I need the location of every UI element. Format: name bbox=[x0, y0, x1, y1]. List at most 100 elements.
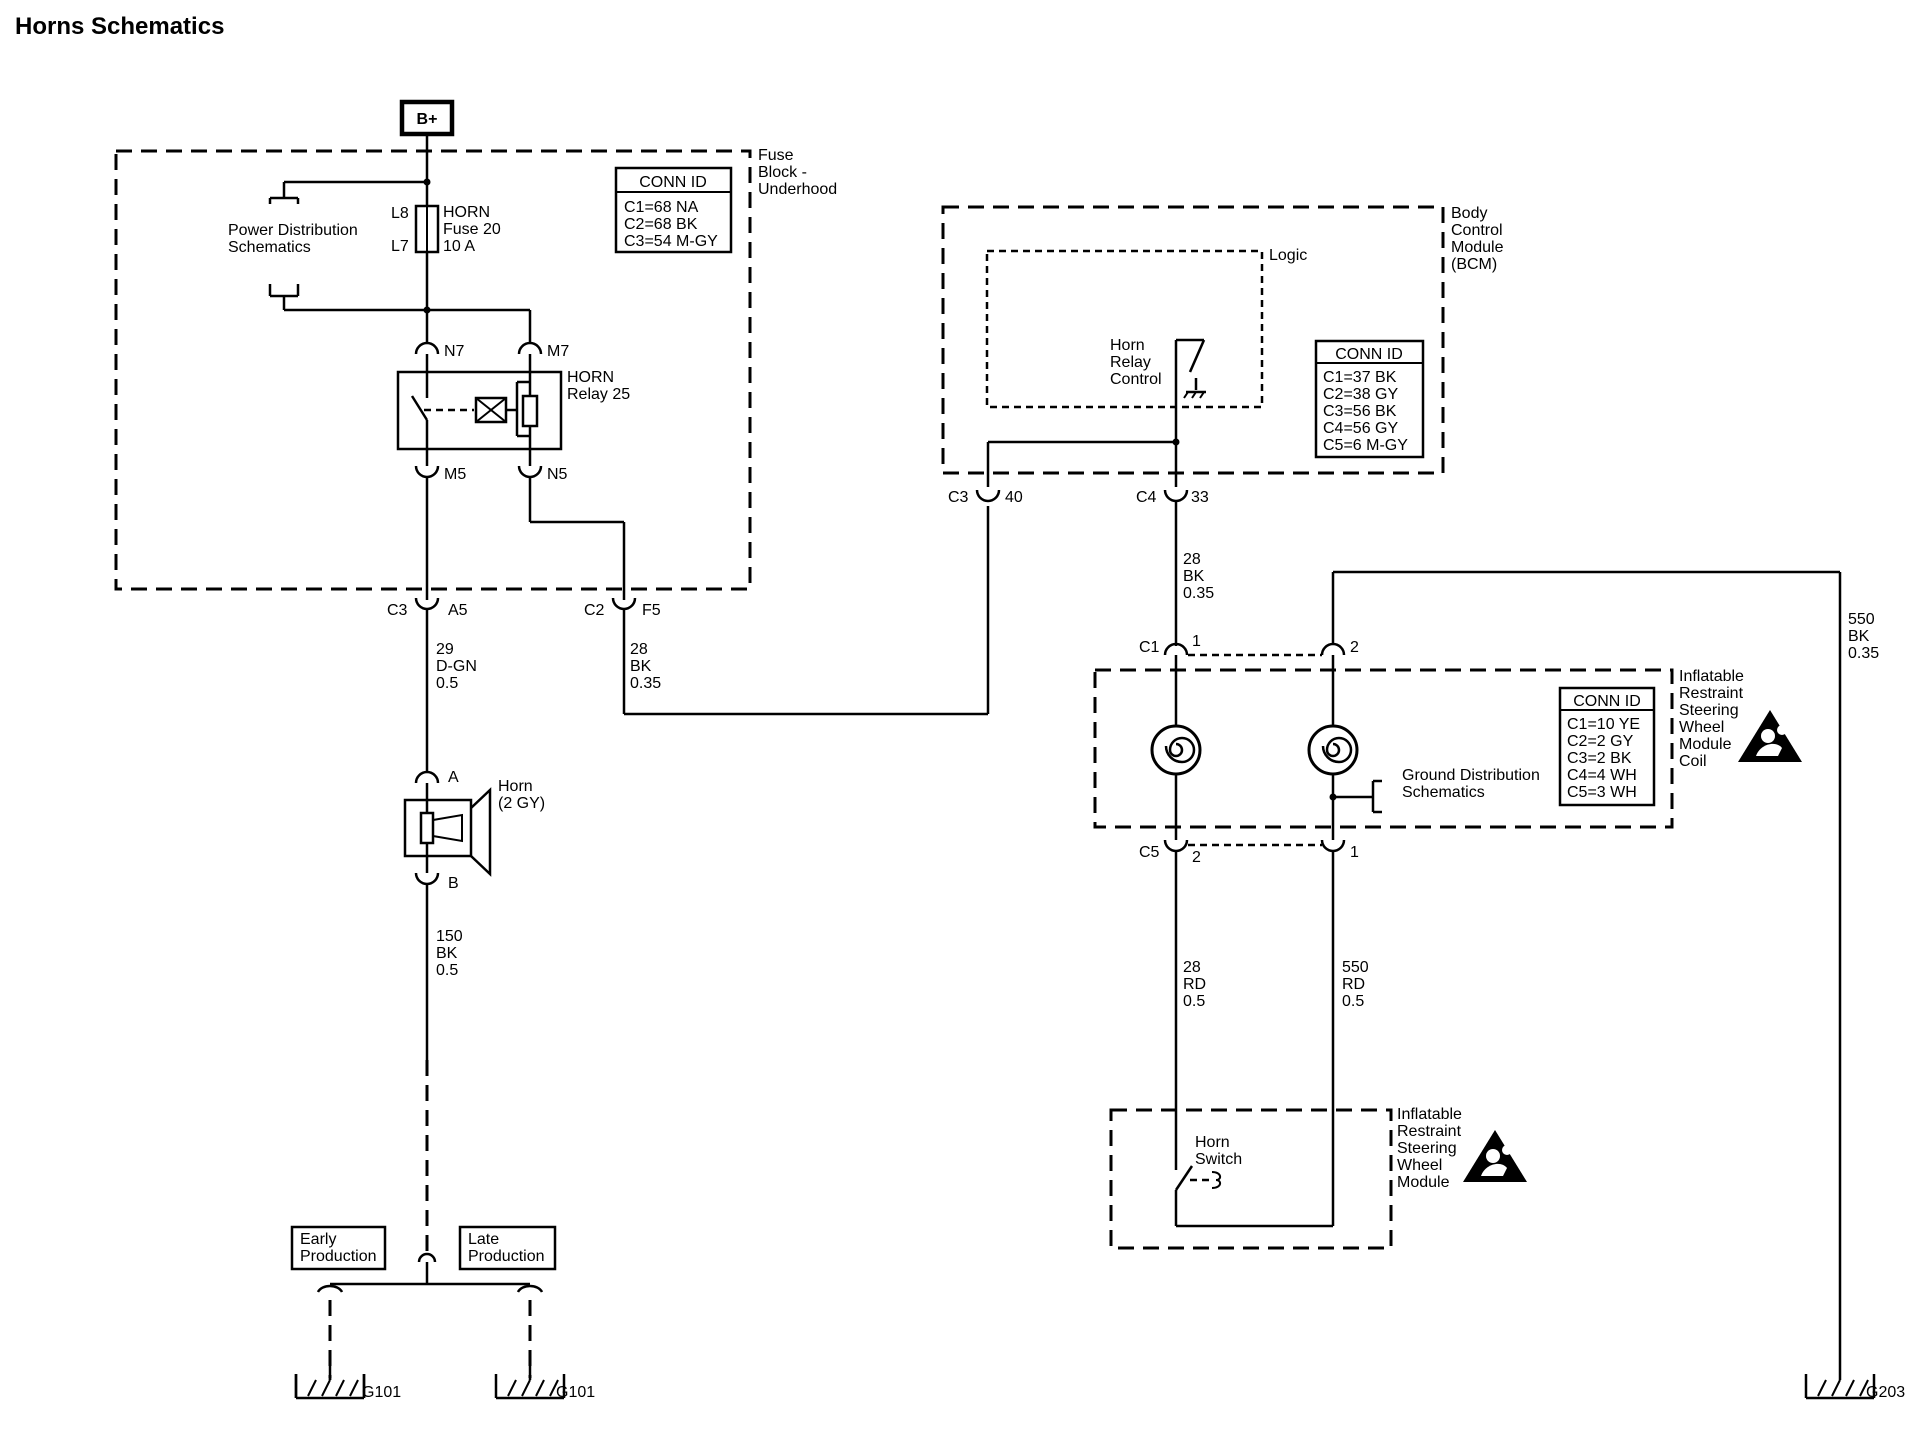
svg-text:C1=68 NA: C1=68 NA bbox=[624, 199, 699, 216]
airbag-warning-icon bbox=[1738, 710, 1802, 762]
relay-pin-n5-connector bbox=[517, 465, 543, 479]
horn-relay-body bbox=[396, 370, 563, 451]
horn-fuse-label: HORN Fuse 20 10 A bbox=[443, 204, 501, 255]
coil-connector-c1-id: C1 bbox=[1139, 639, 1160, 656]
svg-text:RD: RD bbox=[1342, 976, 1365, 993]
svg-text:150: 150 bbox=[436, 928, 463, 945]
coil-connector-c1-pin-left: 1 bbox=[1192, 633, 1201, 650]
svg-text:Wheel: Wheel bbox=[1397, 1157, 1442, 1174]
svg-text:(BCM): (BCM) bbox=[1451, 256, 1497, 273]
clockspring-coil-right-icon bbox=[1307, 724, 1359, 776]
wire-28-bk-bcm-label: 28 BK 0.35 bbox=[1183, 551, 1214, 602]
bcm-name: Body Control Module (BCM) bbox=[1451, 205, 1504, 273]
connector-c3-a5 bbox=[414, 597, 440, 611]
svg-text:0.5: 0.5 bbox=[436, 962, 458, 979]
horn-bell-icon bbox=[470, 787, 492, 877]
svg-text:HORN: HORN bbox=[443, 204, 490, 221]
horn-body bbox=[403, 798, 473, 858]
coil-connector-c5-pin1 bbox=[1320, 839, 1346, 853]
svg-text:RD: RD bbox=[1183, 976, 1206, 993]
wire-28-bk-relay-label: 28 BK 0.35 bbox=[630, 641, 661, 692]
ground-g101-late-label: G101 bbox=[556, 1384, 595, 1401]
connector-c2-f5 bbox=[611, 597, 637, 611]
connector-c2-f5-pin: F5 bbox=[642, 602, 661, 619]
ground-g203-label: G203 bbox=[1866, 1384, 1905, 1401]
svg-text:Wheel: Wheel bbox=[1679, 719, 1724, 736]
svg-text:Module: Module bbox=[1679, 736, 1732, 753]
connector-c3-a5-id: C3 bbox=[387, 602, 408, 619]
svg-text:Body: Body bbox=[1451, 205, 1487, 222]
bcm-conn-id-table: CONN ID C1=37 BK C2=38 GY C3=56 BK C4=56… bbox=[1314, 339, 1425, 459]
svg-text:550: 550 bbox=[1848, 611, 1875, 628]
svg-text:Late: Late bbox=[468, 1231, 499, 1248]
connector-c3-a5-pin: A5 bbox=[448, 602, 468, 619]
ground-g101-early-label: G101 bbox=[362, 1384, 401, 1401]
coil-connector-c5-pin-right: 1 bbox=[1350, 844, 1359, 861]
svg-text:Schematics: Schematics bbox=[228, 239, 311, 256]
svg-text:Early: Early bbox=[300, 1231, 336, 1248]
ground-g101-early-icon bbox=[294, 1372, 366, 1400]
svg-text:C4=4 WH: C4=4 WH bbox=[1567, 767, 1637, 784]
svg-text:Power Distribution: Power Distribution bbox=[228, 222, 358, 239]
relay-pin-n7-label: N7 bbox=[444, 343, 465, 360]
ground-distribution-reference: Ground Distribution Schematics bbox=[1402, 767, 1540, 801]
horn-relay-control-switch bbox=[1188, 339, 1206, 373]
horn-pin-b-connector bbox=[414, 872, 440, 886]
svg-text:BK: BK bbox=[1183, 568, 1205, 585]
battery-positive-label: B+ bbox=[417, 111, 438, 128]
svg-text:Module: Module bbox=[1451, 239, 1504, 256]
svg-text:C1=10 YE: C1=10 YE bbox=[1567, 716, 1640, 733]
svg-text:HORN: HORN bbox=[567, 369, 614, 386]
horn-label: Horn (2 GY) bbox=[498, 778, 545, 812]
svg-text:D-GN: D-GN bbox=[436, 658, 477, 675]
horn-switch-contact bbox=[1174, 1165, 1194, 1191]
early-production-box: Early Production bbox=[290, 1225, 387, 1271]
fuse-block-conn-id-table: CONN ID C1=68 NA C2=68 BK C3=54 M-GY bbox=[614, 166, 733, 254]
relay-pin-n7-connector bbox=[414, 341, 440, 355]
coil-connector-c1-pin2 bbox=[1320, 642, 1346, 656]
wire-150-bk-label: 150 BK 0.5 bbox=[436, 928, 463, 979]
svg-text:BK: BK bbox=[630, 658, 652, 675]
svg-text:Fuse 20: Fuse 20 bbox=[443, 221, 501, 238]
svg-text:0.5: 0.5 bbox=[1183, 993, 1205, 1010]
diagram-title: Horns Schematics bbox=[15, 13, 224, 40]
svg-text:0.35: 0.35 bbox=[630, 675, 661, 692]
svg-text:CONN ID: CONN ID bbox=[639, 174, 707, 191]
bcm-connector-c3-id: C3 bbox=[948, 489, 969, 506]
horn-pin-a-connector bbox=[414, 770, 440, 784]
horn-pin-a-label: A bbox=[448, 769, 459, 786]
wire-28-rd-label: 28 RD 0.5 bbox=[1183, 959, 1206, 1010]
svg-text:Module: Module bbox=[1397, 1174, 1450, 1191]
svg-text:Block -: Block - bbox=[758, 164, 807, 181]
relay-pin-m7-label: M7 bbox=[547, 343, 569, 360]
svg-text:(2 GY): (2 GY) bbox=[498, 795, 545, 812]
coil-connector-c1-pin1 bbox=[1163, 642, 1189, 656]
fuse-block-outline bbox=[114, 149, 752, 591]
svg-text:Relay 25: Relay 25 bbox=[567, 386, 630, 403]
bcm-outline bbox=[941, 205, 1445, 475]
horn-switch-label: Horn Switch bbox=[1195, 1134, 1242, 1168]
bcm-logic-outline bbox=[985, 249, 1264, 409]
svg-text:Ground Distribution: Ground Distribution bbox=[1402, 767, 1540, 784]
svg-text:Coil: Coil bbox=[1679, 753, 1707, 770]
svg-text:C3=2 BK: C3=2 BK bbox=[1567, 750, 1632, 767]
svg-text:28: 28 bbox=[1183, 551, 1201, 568]
coil-connector-c5-id: C5 bbox=[1139, 844, 1160, 861]
power-distribution-reference: Power Distribution Schematics bbox=[228, 222, 358, 256]
svg-text:C2=38 GY: C2=38 GY bbox=[1323, 386, 1398, 403]
relay-pin-m5-connector bbox=[414, 465, 440, 479]
bcm-connector-c3-pin: 40 bbox=[1005, 489, 1023, 506]
relay-switch-contact bbox=[410, 395, 429, 421]
airbag-warning-icon-module bbox=[1463, 1130, 1527, 1182]
late-production-box: Late Production bbox=[458, 1225, 557, 1271]
svg-text:CONN ID: CONN ID bbox=[1573, 693, 1641, 710]
relay-pin-m5-label: M5 bbox=[444, 466, 466, 483]
svg-text:Steering: Steering bbox=[1679, 702, 1739, 719]
svg-text:Relay: Relay bbox=[1110, 354, 1151, 371]
svg-text:550: 550 bbox=[1342, 959, 1369, 976]
svg-text:0.35: 0.35 bbox=[1848, 645, 1879, 662]
bcm-connector-c4-pin: 33 bbox=[1191, 489, 1209, 506]
svg-text:Steering: Steering bbox=[1397, 1140, 1457, 1157]
coil-connector-c1-pin-right: 2 bbox=[1350, 639, 1359, 656]
